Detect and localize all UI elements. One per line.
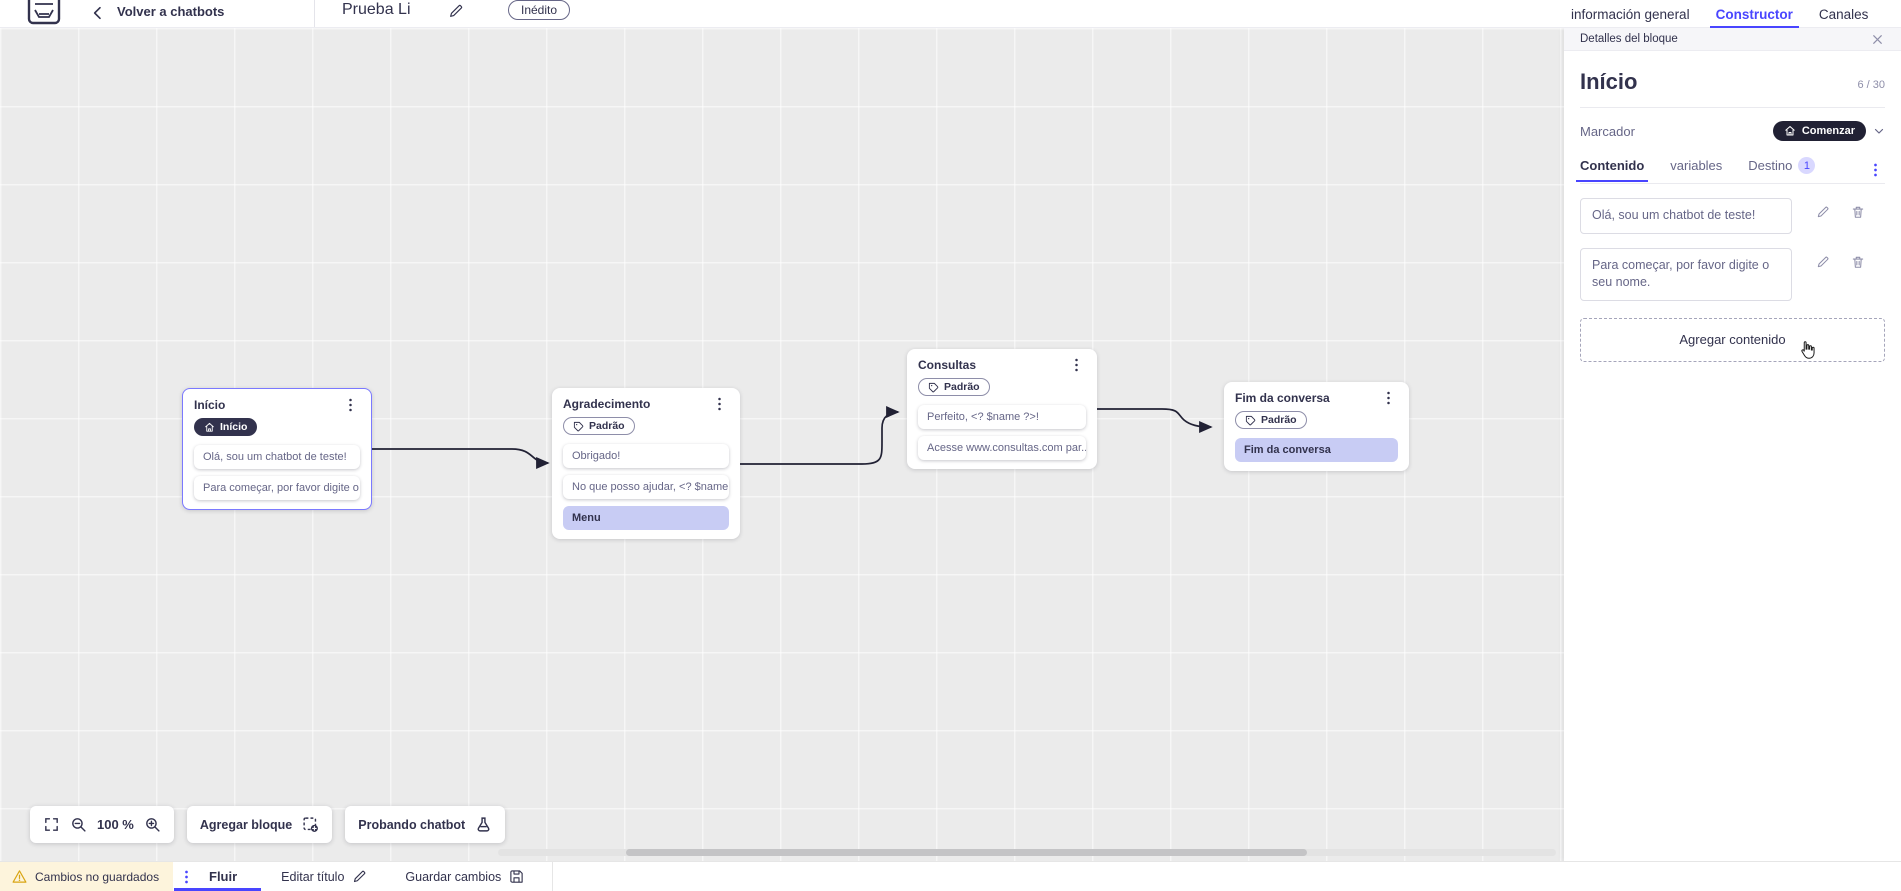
home-icon: [205, 422, 214, 432]
node-menu-icon[interactable]: [1074, 358, 1086, 372]
bottom-bar: Cambios no guardados Fluir Editar título…: [0, 861, 1901, 891]
back-to-chatbots-link[interactable]: Volver a chatbots: [117, 4, 225, 19]
node-title: Agradecimento: [563, 397, 651, 411]
block-name: Início: [1580, 69, 1638, 94]
fit-screen-icon[interactable]: [43, 816, 60, 833]
topbar-divider: [314, 0, 315, 27]
panel-title: Detalles del bloque: [1580, 33, 1678, 45]
status-badge: Inédito: [508, 0, 571, 20]
tab-informacion-general[interactable]: información general: [1571, 6, 1690, 22]
node-title: Fim da conversa: [1235, 391, 1330, 405]
horizontal-scrollbar-track[interactable]: [498, 849, 1556, 856]
flow-node-consultas[interactable]: Consultas Padrão Perfeito, <? $name ?>! …: [907, 349, 1097, 469]
block-counter: 6 / 30: [1857, 79, 1885, 91]
content-text-card[interactable]: Para começar, por favor digite o seu nom…: [1580, 247, 1792, 301]
tab-destino[interactable]: Destino 1: [1748, 157, 1816, 183]
mouse-cursor-hand: [1801, 341, 1815, 359]
node-menu-icon[interactable]: [1386, 391, 1398, 405]
flow-node-agradecimento[interactable]: Agradecimento Padrão Obrigado! No que po…: [552, 388, 740, 539]
node-message-card[interactable]: Para começar, por favor digite o ...: [194, 475, 360, 500]
horizontal-scrollbar-thumb[interactable]: [626, 849, 1307, 856]
node-message-card[interactable]: Perfeito, <? $name ?>!: [918, 404, 1086, 429]
node-title: Início: [194, 398, 226, 412]
test-chatbot-button[interactable]: Probando chatbot: [345, 806, 506, 843]
panel-divider: [1580, 107, 1885, 108]
flow-tab[interactable]: Fluir: [173, 862, 262, 891]
edit-content-icon[interactable]: [1816, 205, 1830, 219]
add-block-button[interactable]: Agregar bloque: [186, 806, 333, 843]
panel-tabs: Contenido variables Destino 1: [1575, 157, 1885, 183]
node-type-badge: Padrão: [918, 378, 990, 396]
flow-connectors: [372, 406, 1213, 469]
canvas-toolbar: 100 % Agregar bloque Probando chatbot: [30, 806, 506, 843]
panel-header: Detalles del bloque: [1564, 28, 1901, 51]
zoom-in-icon[interactable]: [144, 816, 161, 833]
home-icon: [1784, 126, 1795, 136]
unsaved-changes-label: Cambios no guardados: [35, 869, 160, 884]
node-action-card[interactable]: Fim da conversa: [1235, 437, 1398, 462]
add-block-icon: [303, 817, 319, 832]
unsaved-changes-banner: Cambios no guardados: [0, 862, 173, 891]
flow-canvas[interactable]: Início Início Olá, sou um chatbot de tes…: [0, 28, 1564, 861]
flow-node-inicio[interactable]: Início Início Olá, sou um chatbot de tes…: [182, 388, 372, 510]
edit-title-pencil-icon[interactable]: [448, 3, 464, 19]
block-details-panel: Detalles del bloque Início 6 / 30 Marcad…: [1564, 28, 1901, 861]
node-message-card[interactable]: No que posso ajudar, <? $name ...: [563, 474, 729, 499]
tab-canales[interactable]: Canales: [1818, 6, 1869, 22]
node-message-card[interactable]: Acesse www.consultas.com par...: [918, 435, 1086, 460]
delete-content-icon[interactable]: [1851, 255, 1865, 269]
tabs-divider: [1580, 183, 1885, 184]
marker-label: Marcador: [1580, 123, 1635, 139]
flask-icon: [477, 817, 490, 832]
node-marker-badge: Início: [194, 418, 258, 436]
delete-content-icon[interactable]: [1851, 205, 1865, 219]
content-item: Olá, sou um chatbot de teste!: [1580, 198, 1885, 234]
zoom-out-icon[interactable]: [70, 816, 87, 833]
tag-icon: [928, 382, 939, 392]
pencil-icon: [354, 870, 366, 883]
tab-contenido[interactable]: Contenido: [1575, 158, 1649, 182]
back-icon[interactable]: [90, 5, 106, 21]
flow-tab-menu-icon[interactable]: [184, 870, 194, 884]
close-icon[interactable]: [1871, 33, 1884, 46]
node-menu-icon[interactable]: [717, 397, 729, 411]
tab-variables[interactable]: variables: [1670, 158, 1723, 173]
tag-icon: [573, 421, 584, 431]
node-type-badge: Padrão: [563, 417, 635, 435]
zoom-level: 100 %: [97, 817, 134, 832]
node-message-card[interactable]: Obrigado!: [563, 443, 729, 468]
top-bar: Volver a chatbots Prueba Li Inédito info…: [0, 0, 1901, 28]
edit-title-button[interactable]: Editar título: [281, 869, 367, 884]
app-logo-icon: [27, 0, 61, 25]
node-message-card[interactable]: Olá, sou um chatbot de teste!: [194, 444, 360, 469]
node-title: Consultas: [918, 358, 977, 372]
warning-icon: [12, 870, 27, 883]
content-item: Para começar, por favor digite o seu nom…: [1580, 247, 1885, 301]
tab-constructor[interactable]: Constructor: [1709, 0, 1800, 28]
chatbot-title: Prueba Li: [342, 1, 411, 18]
node-action-card[interactable]: Menu: [563, 505, 729, 530]
footer-divider: [552, 861, 554, 891]
flow-tab-label: Fluir: [209, 869, 238, 884]
chevron-down-icon[interactable]: [1873, 125, 1885, 137]
panel-menu-icon[interactable]: [1873, 163, 1885, 177]
add-content-button[interactable]: Agregar contenido: [1580, 317, 1885, 362]
zoom-controls: 100 %: [30, 806, 174, 843]
node-type-badge: Padrão: [1235, 411, 1307, 429]
marker-value-pill[interactable]: Comenzar: [1772, 121, 1866, 141]
edit-content-icon[interactable]: [1816, 255, 1830, 269]
builder-tabs: información general Constructor Canales: [1571, 0, 1868, 28]
destino-count-badge: 1: [1798, 157, 1816, 174]
content-text-card[interactable]: Olá, sou um chatbot de teste!: [1580, 198, 1792, 234]
tag-icon: [1245, 415, 1256, 425]
save-changes-button[interactable]: Guardar cambios: [405, 869, 524, 884]
node-menu-icon[interactable]: [348, 398, 360, 412]
save-icon: [510, 870, 523, 883]
flow-node-fim-da-conversa[interactable]: Fim da conversa Padrão Fim da conversa: [1224, 382, 1409, 471]
